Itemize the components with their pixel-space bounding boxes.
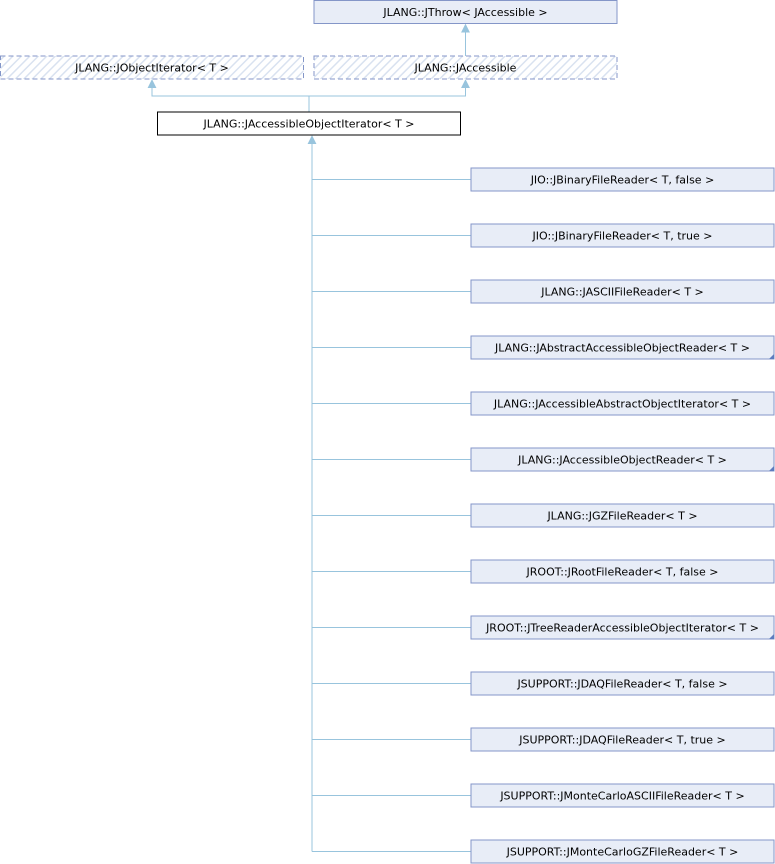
derived-class-box bbox=[470, 279, 775, 304]
derived-class-box bbox=[470, 783, 775, 808]
derived-class-box bbox=[470, 167, 775, 192]
derived-class-node[interactable]: JSUPPORT::JMonteCarloASCIIFileReader< T … bbox=[470, 783, 775, 808]
more-subclasses-corner-icon bbox=[769, 466, 774, 471]
node-jaccessible-object-iterator: JLANG::JAccessibleObjectIterator< T > bbox=[157, 111, 461, 136]
derived-class-box bbox=[470, 335, 775, 360]
more-subclasses-corner-icon bbox=[769, 634, 774, 639]
node-jaccessible[interactable]: JLANG::JAccessible bbox=[313, 55, 618, 80]
derived-class-node[interactable]: JROOT::JTreeReaderAccessibleObjectIterat… bbox=[470, 615, 775, 640]
derived-class-label: JIO::JBinaryFileReader< T, false > bbox=[530, 174, 715, 187]
derived-class-label: JSUPPORT::JDAQFileReader< T, false > bbox=[516, 678, 727, 691]
derived-class-node[interactable]: JIO::JBinaryFileReader< T, false > bbox=[470, 167, 775, 192]
derived-class-box bbox=[470, 671, 775, 696]
derived-class-box bbox=[470, 503, 775, 528]
derived-class-box bbox=[470, 727, 775, 752]
node-jthrow-label: JLANG::JThrow< JAccessible > bbox=[382, 6, 547, 19]
derived-class-node[interactable]: JIO::JBinaryFileReader< T, true > bbox=[470, 223, 775, 248]
node-jobject-iterator-label: JLANG::JObjectIterator< T > bbox=[74, 62, 229, 75]
derived-class-label: JLANG::JAbstractAccessibleObjectReader< … bbox=[494, 342, 750, 355]
derived-class-node[interactable]: JLANG::JAbstractAccessibleObjectReader< … bbox=[470, 335, 775, 360]
derived-class-box bbox=[470, 223, 775, 248]
derived-class-label: JSUPPORT::JMonteCarloGZFileReader< T > bbox=[506, 846, 739, 859]
derived-class-label: JLANG::JGZFileReader< T > bbox=[546, 510, 697, 523]
derived-class-label: JSUPPORT::JDAQFileReader< T, true > bbox=[518, 734, 726, 747]
node-jthrow[interactable]: JLANG::JThrow< JAccessible > bbox=[313, 0, 618, 24]
derived-class-list: JIO::JBinaryFileReader< T, false >JIO::J… bbox=[470, 167, 775, 864]
derived-class-node[interactable]: JLANG::JAccessibleObjectReader< T > bbox=[470, 447, 775, 472]
derived-class-node[interactable]: JLANG::JASCIIFileReader< T > bbox=[470, 279, 775, 304]
derived-class-label: JROOT::JRootFileReader< T, false > bbox=[526, 566, 719, 579]
derived-class-label: JLANG::JAccessibleAbstractObjectIterator… bbox=[493, 398, 751, 411]
derived-class-node[interactable]: JLANG::JAccessibleAbstractObjectIterator… bbox=[470, 391, 775, 416]
more-subclasses-corner-icon bbox=[769, 354, 774, 359]
derived-class-node[interactable]: JLANG::JGZFileReader< T > bbox=[470, 503, 775, 528]
inheritance-edges bbox=[147, 23, 471, 852]
derived-class-node[interactable]: JSUPPORT::JDAQFileReader< T, true > bbox=[470, 727, 775, 752]
derived-class-label: JIO::JBinaryFileReader< T, true > bbox=[531, 230, 712, 243]
derived-class-node[interactable]: JROOT::JRootFileReader< T, false > bbox=[470, 559, 775, 584]
node-jobject-iterator[interactable]: JLANG::JObjectIterator< T > bbox=[0, 55, 304, 80]
derived-class-node[interactable]: JSUPPORT::JDAQFileReader< T, false > bbox=[470, 671, 775, 696]
derived-class-node[interactable]: JSUPPORT::JMonteCarloGZFileReader< T > bbox=[470, 839, 775, 864]
derived-class-box bbox=[470, 391, 775, 416]
derived-class-label: JROOT::JTreeReaderAccessibleObjectIterat… bbox=[485, 622, 759, 635]
derived-class-box bbox=[470, 559, 775, 584]
edge-current-to-jobject-iterator bbox=[147, 79, 310, 112]
derived-class-box bbox=[470, 839, 775, 864]
node-jaccessible-object-iterator-label: JLANG::JAccessibleObjectIterator< T > bbox=[202, 118, 414, 131]
derived-class-label: JLANG::JAccessibleObjectReader< T > bbox=[517, 454, 727, 467]
derived-class-label: JSUPPORT::JMonteCarloASCIIFileReader< T … bbox=[499, 790, 744, 803]
node-jaccessible-label: JLANG::JAccessible bbox=[414, 62, 517, 75]
derived-class-label: JLANG::JASCIIFileReader< T > bbox=[540, 286, 704, 299]
derived-class-box bbox=[470, 447, 775, 472]
derived-class-box bbox=[470, 615, 775, 640]
edge-current-to-jaccessible bbox=[309, 79, 470, 97]
